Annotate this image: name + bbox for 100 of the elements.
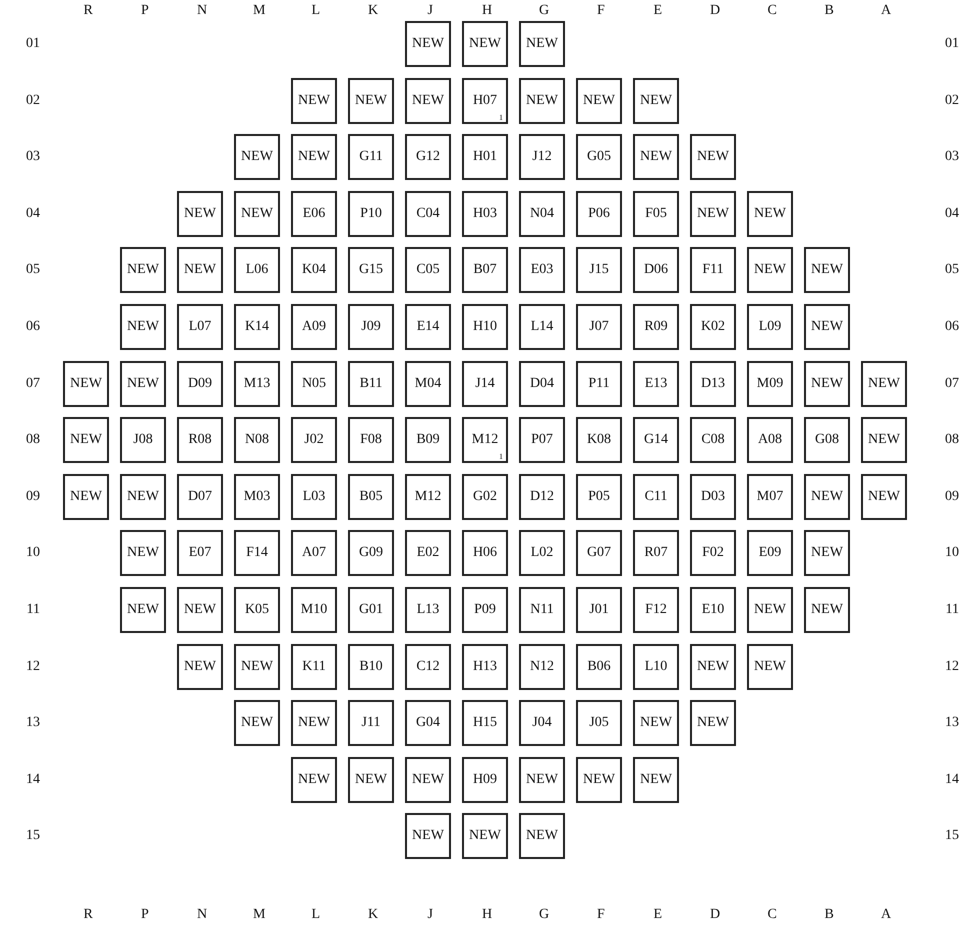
column-label: N xyxy=(197,3,208,19)
fuel-assembly-cell xyxy=(519,134,565,180)
fuel-assembly-cell xyxy=(234,304,280,350)
assembly-id: G04 xyxy=(416,715,440,732)
assembly-id: NEW xyxy=(868,432,900,448)
column-label: A xyxy=(881,3,892,19)
assembly-id: NEW xyxy=(127,545,159,562)
fuel-assembly-cell xyxy=(804,417,850,464)
fuel-assembly-cell xyxy=(519,247,565,294)
row-label: 09 xyxy=(945,488,959,505)
fuel-assembly-cell xyxy=(462,700,508,746)
fuel-assembly-cell xyxy=(633,247,679,294)
fuel-assembly-cell xyxy=(63,417,109,464)
assembly-id: NEW xyxy=(811,376,843,392)
assembly-id: NEW xyxy=(640,715,672,732)
fuel-assembly-cell xyxy=(747,247,793,294)
fuel-assembly-cell xyxy=(120,474,166,520)
assembly-id: G14 xyxy=(644,432,668,448)
fuel-assembly-cell xyxy=(234,247,280,294)
fuel-assembly-cell xyxy=(234,474,280,520)
assembly-id: D09 xyxy=(188,376,212,392)
fuel-assembly-cell xyxy=(633,756,679,803)
column-label: R xyxy=(84,3,93,19)
assembly-id: NEW xyxy=(811,262,843,278)
column-label: P xyxy=(141,3,149,19)
fuel-assembly-cell xyxy=(348,78,394,124)
assembly-id: E14 xyxy=(416,319,440,335)
index-mark: 1 xyxy=(499,112,503,122)
assembly-id: H01 xyxy=(472,149,498,166)
assembly-id: C08 xyxy=(701,432,725,448)
fuel-assembly-cell xyxy=(690,134,736,180)
assembly-id: N11 xyxy=(530,602,554,618)
fuel-assembly-cell xyxy=(291,644,337,690)
fuel-assembly-cell xyxy=(633,78,679,124)
assembly-id: K02 xyxy=(700,319,726,335)
fuel-assembly-cell xyxy=(576,474,622,520)
assembly-id: M09 xyxy=(756,376,784,392)
assembly-id: D06 xyxy=(644,262,668,278)
row-label: 02 xyxy=(26,92,40,109)
column-label: C xyxy=(768,907,777,923)
column-label: F xyxy=(597,907,605,923)
row-label: 05 xyxy=(26,262,40,278)
assembly-id: NEW xyxy=(526,36,558,52)
fuel-assembly-cell xyxy=(291,360,337,407)
column-label: B xyxy=(824,3,834,19)
column-label: E xyxy=(654,3,662,19)
assembly-id: M12 xyxy=(414,488,442,505)
assembly-id: NEW xyxy=(241,206,273,222)
assembly-id: A07 xyxy=(302,545,326,562)
fuel-assembly-cell xyxy=(405,813,451,860)
fuel-assembly-cell xyxy=(348,700,394,746)
fuel-assembly-cell xyxy=(519,644,565,690)
assembly-id: NEW xyxy=(355,772,387,788)
fuel-assembly-cell xyxy=(348,304,394,350)
assembly-id: F05 xyxy=(645,206,667,222)
assembly-id: NEW xyxy=(754,602,786,618)
assembly-id: G01 xyxy=(358,602,384,618)
fuel-assembly-cell xyxy=(405,417,451,464)
assembly-id: M04 xyxy=(414,376,442,392)
fuel-assembly-cell xyxy=(177,474,223,520)
assembly-id: J07 xyxy=(589,319,609,335)
fuel-assembly-cell xyxy=(177,304,223,350)
fuel-assembly-cell xyxy=(348,474,394,520)
row-label: 08 xyxy=(26,432,40,448)
fuel-assembly-cell xyxy=(291,417,337,464)
assembly-id: R08 xyxy=(188,432,212,448)
assembly-id: D03 xyxy=(700,488,726,505)
fuel-assembly-cell xyxy=(234,417,280,464)
fuel-assembly-cell xyxy=(462,360,508,407)
assembly-id: NEW xyxy=(697,658,729,675)
row-label: 10 xyxy=(26,545,40,562)
assembly-id: B07 xyxy=(473,262,497,278)
fuel-assembly-cell xyxy=(462,417,508,464)
fuel-assembly-cell xyxy=(747,360,793,407)
assembly-id: D12 xyxy=(530,488,554,505)
assembly-id: C12 xyxy=(416,658,440,675)
fuel-assembly-cell xyxy=(633,587,679,633)
row-label: 01 xyxy=(26,36,40,52)
fuel-assembly-cell xyxy=(747,474,793,520)
column-label: G xyxy=(539,907,550,923)
assembly-id: M03 xyxy=(244,488,270,505)
assembly-id: NEW xyxy=(70,432,102,448)
fuel-assembly-cell xyxy=(576,417,622,464)
fuel-assembly-cell xyxy=(690,304,736,350)
fuel-assembly-cell xyxy=(348,587,394,633)
fuel-assembly-cell xyxy=(405,756,451,803)
assembly-id: K05 xyxy=(244,602,270,618)
fuel-assembly-cell xyxy=(177,417,223,464)
fuel-assembly-cell xyxy=(291,530,337,576)
fuel-assembly-cell xyxy=(462,530,508,576)
fuel-assembly-cell xyxy=(177,530,223,576)
fuel-assembly-cell xyxy=(177,587,223,633)
column-label: K xyxy=(368,907,378,923)
column-label: A xyxy=(881,907,892,923)
fuel-assembly-cell xyxy=(405,78,451,124)
fuel-assembly-cell xyxy=(861,417,907,464)
assembly-id: L06 xyxy=(246,262,268,278)
fuel-assembly-cell xyxy=(291,304,337,350)
fuel-assembly-cell xyxy=(576,756,622,803)
fuel-assembly-cell xyxy=(690,587,736,633)
